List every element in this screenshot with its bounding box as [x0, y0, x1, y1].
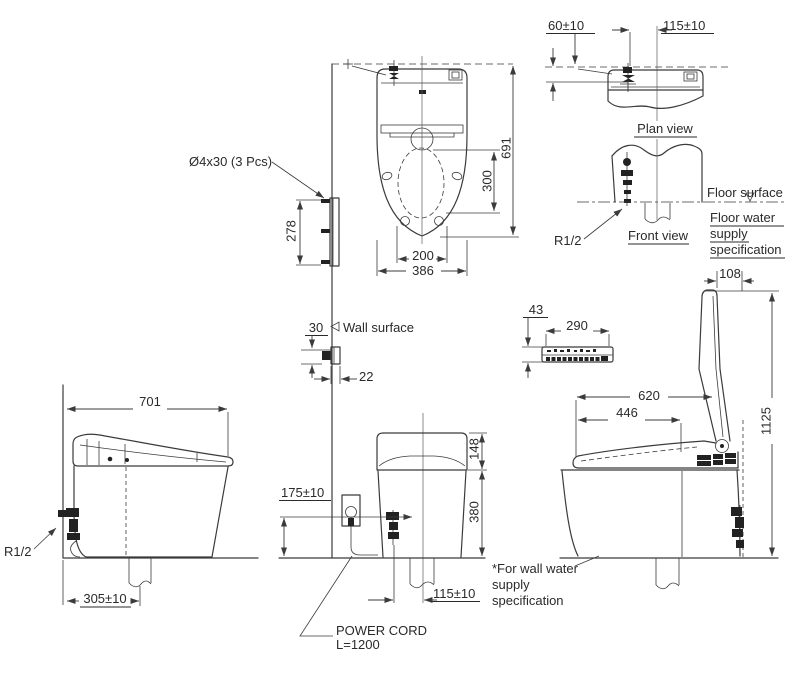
- drain-pipe: [409, 558, 435, 589]
- dim-305: 305±10: [83, 591, 126, 606]
- dim-108: 108: [719, 266, 741, 281]
- power-cord-label-1: POWER CORD: [336, 623, 427, 638]
- dim-43: 43: [529, 302, 543, 317]
- raised-lid: [698, 289, 731, 453]
- supply-valve-icon: [620, 63, 636, 92]
- supply-valve-icon: [58, 508, 81, 558]
- flush-button-icon: [683, 71, 698, 82]
- dim-701: 701: [139, 394, 161, 409]
- dim-446: 446: [616, 405, 638, 420]
- note-line-1: Floor water: [710, 210, 776, 225]
- floor-level-marker: [745, 192, 755, 202]
- note-line-3: specification: [492, 593, 564, 608]
- dim-148: 148: [467, 438, 482, 460]
- power-cord-line: [350, 526, 378, 556]
- plan-view-full: [376, 56, 468, 244]
- supply-valve-icon: [386, 510, 399, 545]
- note-line-2: supply: [710, 226, 748, 241]
- note-line-1: *For wall water: [492, 561, 579, 576]
- wall-surface-marker: [330, 321, 340, 332]
- side-view-closed: 701 R1/2 305±10: [4, 384, 259, 608]
- flush-button-icon: [448, 69, 463, 81]
- drain-pipe: [128, 558, 152, 588]
- thread-label-r12: R1/2: [554, 233, 581, 248]
- drain-pipe: [644, 203, 671, 224]
- power-outlet: [341, 494, 378, 556]
- dim-386: 386: [412, 263, 434, 278]
- control-panel-buttons: [697, 453, 736, 466]
- plan-view-dimensions: 691 300 200 386: [376, 66, 519, 278]
- dim-380: 380: [467, 501, 482, 523]
- note-line-3: specification: [710, 242, 782, 257]
- power-cord-label-2: L=1200: [336, 637, 380, 652]
- screw-spec-label: Ø4x30 (3 Pcs): [189, 154, 272, 169]
- wall-supply-valve-icon: [731, 505, 744, 550]
- plan-view-back: 60±10 115±10 Plan view: [545, 18, 728, 138]
- drain-pipe: [655, 558, 680, 590]
- dim-30: 30: [309, 320, 323, 335]
- bowl-outline: [397, 147, 445, 219]
- center-mark: [343, 59, 353, 69]
- mounting-plate-detail: 278 Ø4x30 (3 Pcs): [189, 154, 340, 267]
- dim-691: 691: [499, 137, 514, 159]
- floor-water-note: Floor water supply specification: [710, 210, 785, 259]
- dim-1125: 1125: [759, 407, 774, 435]
- dim-175: 175±10: [281, 485, 324, 500]
- dim-278: 278: [284, 220, 299, 242]
- supply-valve-icon: [621, 152, 633, 206]
- dim-22: 22: [359, 369, 373, 384]
- dim-115-top: 115±10: [663, 18, 705, 33]
- floor-surface-label: Floor surface: [707, 185, 783, 200]
- caption-plan-view: Plan view: [637, 121, 693, 136]
- side-view-open: 108 620 446 1125 *For wall water supply …: [492, 266, 779, 608]
- dim-60: 60±10: [548, 18, 584, 33]
- caption-front-view: Front view: [628, 228, 689, 243]
- wall-reference-lines: [331, 59, 513, 559]
- wall-water-note: *For wall water supply specification: [492, 561, 579, 608]
- remote-buttons: [546, 349, 608, 361]
- wall-fixing-detail: 30 Wall surface 22: [301, 320, 414, 384]
- dim-620: 620: [638, 388, 660, 403]
- supply-valve-icon: [389, 60, 399, 86]
- note-line-2: supply: [492, 577, 530, 592]
- dim-300: 300: [480, 170, 495, 192]
- remote-control: 43 290: [522, 302, 614, 378]
- thread-label-r12: R1/2: [4, 544, 31, 559]
- dim-200: 200: [412, 248, 434, 263]
- front-view-main: 175±10 148 380 115±10 POWER CORD L=1200: [278, 413, 487, 652]
- front-view-back: Floor surface Front view R1/2 Floor wate…: [554, 139, 785, 259]
- dim-290: 290: [566, 318, 588, 333]
- dim-115-bottom: 115±10: [433, 586, 475, 601]
- wall-surface-label: Wall surface: [343, 320, 414, 335]
